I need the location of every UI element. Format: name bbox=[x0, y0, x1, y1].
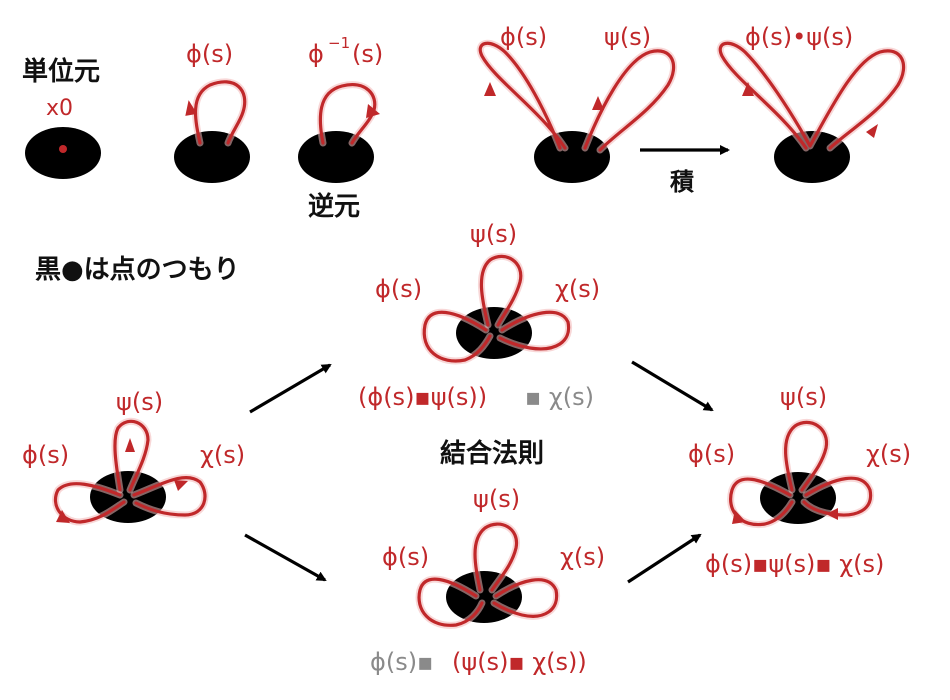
right-chi-label: χ(s) bbox=[866, 440, 911, 468]
left-psi-loop bbox=[113, 419, 150, 492]
product-phi-arrowhead bbox=[484, 82, 496, 96]
phi-loop-disk bbox=[174, 131, 250, 183]
bottom-disk bbox=[446, 571, 522, 623]
basepoint-dot bbox=[59, 145, 67, 153]
basepoint-label: x0 bbox=[46, 96, 73, 121]
product-psi-arrowhead bbox=[592, 96, 604, 110]
right-psi-label: ψ(s) bbox=[780, 383, 827, 411]
right-phi-arrowhead bbox=[732, 510, 746, 524]
bottom-formula-main: (ψ(s)▪ χ(s)) bbox=[452, 648, 587, 676]
phi-loop-path bbox=[193, 80, 247, 145]
left-chi-label: χ(s) bbox=[200, 441, 245, 469]
top-chi-loop bbox=[498, 310, 571, 351]
product-left-disk bbox=[534, 131, 610, 183]
left-phi-arrowhead bbox=[56, 510, 70, 523]
product-psi-label: ψ(s) bbox=[604, 23, 651, 51]
bottom-phi-loop bbox=[417, 577, 484, 627]
phi-loop-label: ϕ(s) bbox=[186, 40, 233, 68]
product-phi-loop bbox=[478, 41, 567, 150]
right-disk bbox=[760, 472, 836, 524]
arrow-left-to-bottom bbox=[244, 533, 327, 582]
product-arrow-label: 積 bbox=[670, 168, 694, 196]
left-chi-arrowhead bbox=[174, 480, 188, 491]
inverse-disk bbox=[298, 131, 374, 183]
left-phi-loop bbox=[53, 482, 126, 524]
bottom-phi-label: ϕ(s) bbox=[382, 543, 429, 571]
inverse-label: 逆元 bbox=[308, 191, 360, 222]
product-phi-label: ϕ(s) bbox=[500, 23, 547, 51]
note-label: 黒●は点のつもり bbox=[35, 254, 240, 285]
left-psi-arrowhead bbox=[125, 438, 135, 452]
left-phi-label: ϕ(s) bbox=[22, 441, 69, 469]
top-phi-loop bbox=[422, 310, 492, 363]
arrow-left-to-top bbox=[249, 363, 332, 414]
right-psi-loop bbox=[784, 420, 829, 492]
product-result-arrowhead-b bbox=[866, 124, 878, 138]
top-phi-label: ϕ(s) bbox=[375, 275, 422, 303]
identity-label: 単位元 bbox=[22, 56, 100, 87]
bottom-chi-label: χ(s) bbox=[560, 543, 605, 571]
product-result-label: ϕ(s)•ψ(s) bbox=[745, 23, 853, 51]
right-formula: ϕ(s)▪ψ(s)▪ χ(s) bbox=[705, 550, 884, 578]
left-chi-loop bbox=[132, 476, 207, 517]
bottom-psi-loop bbox=[473, 522, 519, 592]
right-chi-arrowhead bbox=[826, 508, 838, 520]
left-psi-label: ψ(s) bbox=[116, 388, 163, 416]
arrow-top-to-right bbox=[631, 360, 714, 412]
phi-inverse-symbol: ϕ bbox=[308, 40, 324, 68]
bottom-formula-head: ϕ(s)▪ bbox=[370, 648, 433, 676]
right-chi-loop bbox=[802, 476, 873, 517]
inverse-loop-path bbox=[318, 83, 377, 145]
top-psi-label: ψ(s) bbox=[470, 220, 517, 248]
top-chi-label: χ(s) bbox=[555, 275, 600, 303]
phi-loop-arrowhead bbox=[185, 100, 198, 116]
product-result-arrowhead-a bbox=[742, 82, 754, 96]
top-formula-tail: ▪ χ(s) bbox=[525, 383, 594, 411]
top-disk bbox=[456, 307, 532, 359]
top-psi-loop bbox=[479, 254, 523, 327]
phi-inverse-exponent: −1 bbox=[328, 34, 350, 52]
bottom-psi-label: ψ(s) bbox=[473, 485, 520, 513]
inverse-loop-arrowhead bbox=[366, 104, 380, 118]
top-formula-main: (ϕ(s)▪ψ(s)) bbox=[358, 383, 487, 411]
product-psi-loop bbox=[583, 49, 676, 152]
right-phi-label: ϕ(s) bbox=[688, 440, 735, 468]
product-result-loop bbox=[718, 41, 906, 150]
phi-inverse-arg: (s) bbox=[352, 40, 383, 68]
arrow-bottom-to-right bbox=[627, 533, 702, 584]
bottom-chi-loop bbox=[492, 578, 559, 618]
associativity-title: 結合法則 bbox=[440, 438, 544, 469]
